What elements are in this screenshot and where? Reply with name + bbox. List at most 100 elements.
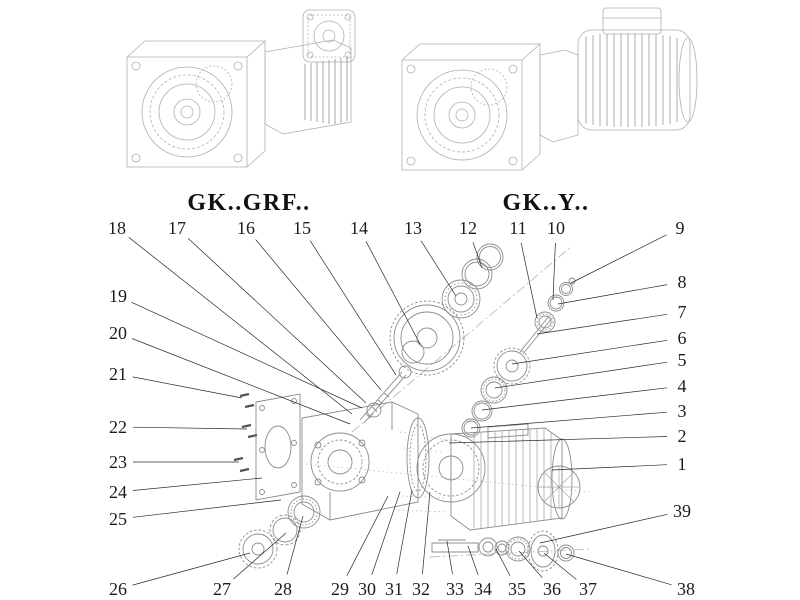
leader-line-22 (132, 426, 248, 430)
leader-line-14 (365, 241, 421, 345)
output-flange-circle (416, 69, 508, 161)
leader-line-34 (467, 545, 479, 575)
leader-line-10 (552, 242, 556, 301)
callout-17: 17 (168, 218, 186, 238)
callout-2: 2 (678, 426, 687, 446)
leader-line-18 (128, 237, 353, 415)
output-flange-circle (141, 66, 233, 158)
callout-24: 24 (109, 482, 127, 502)
output-axis-line (429, 548, 593, 558)
leader-line-17 (187, 237, 367, 404)
callout-11: 11 (509, 218, 526, 238)
leader-line-38 (565, 553, 672, 586)
bevel-pinion-shaft (519, 277, 576, 355)
callout-31: 31 (385, 579, 403, 599)
gear-housing (301, 401, 430, 521)
callout-34: 34 (474, 579, 492, 599)
leader-line-24 (132, 477, 263, 491)
callout-5: 5 (678, 350, 687, 370)
callout-32: 32 (412, 579, 430, 599)
callout-4: 4 (678, 376, 687, 396)
callout-13: 13 (404, 218, 422, 238)
leader-line-9 (570, 234, 667, 284)
callout-21: 21 (109, 364, 127, 384)
leader-line-39 (539, 513, 668, 544)
variant-label-gkgrf: GK..GRF.. (187, 190, 311, 216)
callout-33: 33 (446, 579, 464, 599)
callout-19: 19 (109, 286, 127, 306)
large-gear (389, 300, 465, 376)
motor-axis-dotted-line (305, 463, 591, 493)
leader-line-28 (286, 515, 304, 575)
leader-line-31 (396, 489, 413, 575)
leader-line-1 (551, 464, 668, 471)
leader-line-26 (132, 552, 251, 586)
callout-26: 26 (109, 579, 127, 599)
leader-line-35 (495, 548, 511, 576)
leader-line-8 (557, 284, 668, 305)
leader-line-25 (132, 499, 282, 518)
callout-1: 1 (678, 454, 687, 474)
callout-38: 38 (677, 579, 695, 599)
callout-14: 14 (350, 218, 368, 238)
hex-screws (233, 392, 258, 473)
leader-line-3 (470, 411, 668, 429)
retaining-rings (461, 243, 504, 290)
leader-line-11 (520, 242, 538, 319)
leader-line-4 (481, 387, 668, 411)
leader-line-7 (536, 313, 668, 335)
callout-39: 39 (673, 501, 691, 521)
callout-10: 10 (547, 218, 565, 238)
lower-left-parts (238, 495, 321, 569)
input-axis-line (351, 245, 573, 433)
leader-line-20 (131, 338, 351, 425)
callout-28: 28 (274, 579, 292, 599)
top-right-assembly-drawing (401, 7, 698, 171)
cooling-fins (304, 57, 348, 124)
input-square-flange (302, 9, 356, 63)
electric-motor (416, 423, 581, 531)
leader-line-37 (543, 552, 577, 580)
terminal-box (487, 423, 529, 439)
callout-37: 37 (579, 579, 597, 599)
callout-9: 9 (676, 218, 685, 238)
leader-line-32 (422, 491, 431, 575)
leader-line-12 (472, 242, 483, 269)
callout-16: 16 (237, 218, 255, 238)
callout-35: 35 (508, 579, 526, 599)
leader-line-15 (309, 240, 397, 376)
mounting-flange-plate (255, 393, 301, 501)
leader-line-36 (518, 550, 543, 578)
callout-30: 30 (358, 579, 376, 599)
callout-25: 25 (109, 509, 127, 529)
callout-15: 15 (293, 218, 311, 238)
callout-20: 20 (109, 323, 127, 343)
input-bearing (441, 279, 481, 319)
intermediate-gear-stack (461, 347, 531, 438)
leader-line-5 (494, 361, 668, 389)
leader-line-13 (420, 240, 457, 297)
terminal-box (602, 7, 662, 35)
leader-line-2 (448, 436, 668, 444)
motor-fins (473, 429, 552, 528)
leader-line-33 (446, 540, 453, 575)
callout-22: 22 (109, 417, 127, 437)
input-shaft (359, 365, 412, 424)
callout-23: 23 (109, 452, 127, 472)
output-shaft-assembly (431, 530, 575, 572)
callout-36: 36 (543, 579, 561, 599)
callout-12: 12 (459, 218, 477, 238)
leader-line-6 (511, 339, 668, 365)
variant-label-gky: GK..Y.. (502, 190, 590, 216)
callout-27: 27 (213, 579, 231, 599)
motor-body (577, 29, 691, 131)
callout-7: 7 (678, 302, 687, 322)
leader-line-21 (132, 376, 243, 399)
callout-29: 29 (331, 579, 349, 599)
leader-line-29 (346, 495, 389, 576)
leader-line-19 (131, 301, 363, 409)
callout-3: 3 (678, 401, 687, 421)
